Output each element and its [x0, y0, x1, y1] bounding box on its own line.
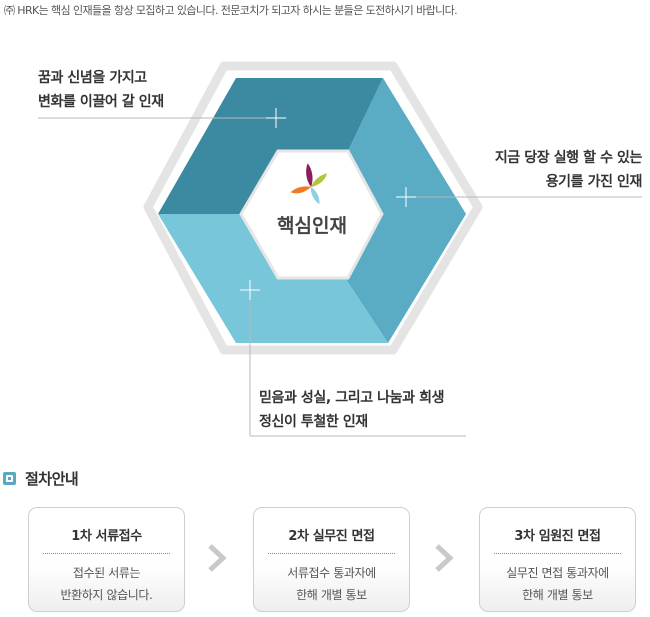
- hexagon-segment-top-left: [158, 78, 383, 214]
- step-card-2: 2차 실무진 면접 서류접수 통과자에 한해 개별 통보: [253, 507, 410, 612]
- callout-trust: 믿음과 성실, 그리고 나눔과 희생 정신이 투철한 인재: [259, 386, 444, 434]
- step-desc-line: 실무진 면접 통과자에: [506, 566, 609, 580]
- step-title: 1차 서류접수: [43, 525, 170, 554]
- step-desc-line: 한해 개별 통보: [296, 588, 367, 602]
- step-title: 2차 실무진 면접: [268, 525, 395, 554]
- step-card-1: 1차 서류접수 접수된 서류는 반환하지 않습니다.: [28, 507, 185, 612]
- callout-line: 꿈과 신념을 가지고: [38, 70, 147, 86]
- step-desc-line: 반환하지 않습니다.: [60, 588, 153, 602]
- callout-line: 변화를 이끌어 갈 인재: [38, 94, 164, 110]
- callout-line: 믿음과 성실, 그리고 나눔과 희생: [259, 390, 445, 406]
- hexagon-inner: [239, 149, 384, 280]
- hexagon-segment-right: [341, 78, 466, 343]
- step-desc-line: 한해 개별 통보: [522, 588, 593, 602]
- section-title: 절차안내: [3, 467, 79, 489]
- chevron-right-icon: [208, 544, 227, 572]
- callout-vision: 꿈과 신념을 가지고 변화를 이끌어 갈 인재: [38, 66, 164, 114]
- square-bullet-icon: [3, 471, 16, 485]
- callout-courage: 지금 당장 실행 할 수 있는 용기를 가진 인재: [494, 146, 643, 194]
- section-title-text: 절차안내: [25, 469, 79, 488]
- callout-line: 용기를 가진 인재: [545, 174, 643, 190]
- intro-text: ㈜ HRK는 핵심 인재들을 항상 모집하고 있습니다. 전문코치가 되고자 하…: [4, 4, 458, 17]
- center-label: 핵심인재: [277, 215, 347, 237]
- callout-leader-3: [240, 280, 466, 437]
- step-description: 서류접수 통과자에 한해 개별 통보: [254, 562, 409, 606]
- callout-leader-2: [396, 187, 642, 207]
- callout-line: 지금 당장 실행 할 수 있는: [494, 150, 643, 166]
- step-desc-line: 서류접수 통과자에: [287, 566, 376, 580]
- callout-line: 정신이 투철한 인재: [259, 414, 368, 430]
- callout-leader-1: [38, 108, 286, 128]
- step-description: 접수된 서류는 반환하지 않습니다.: [29, 562, 184, 606]
- step-desc-line: 접수된 서류는: [72, 566, 141, 580]
- logo-flower-icon: [290, 163, 328, 205]
- hexagon-segment-bottom: [158, 214, 388, 343]
- step-card-3: 3차 임원진 면접 실무진 면접 통과자에 한해 개별 통보: [479, 507, 636, 612]
- chevron-right-icon: [435, 544, 454, 572]
- step-description: 실무진 면접 통과자에 한해 개별 통보: [480, 562, 635, 606]
- step-title: 3차 임원진 면접: [494, 525, 621, 554]
- talent-hexagon-diagram: 핵심인재: [38, 61, 642, 437]
